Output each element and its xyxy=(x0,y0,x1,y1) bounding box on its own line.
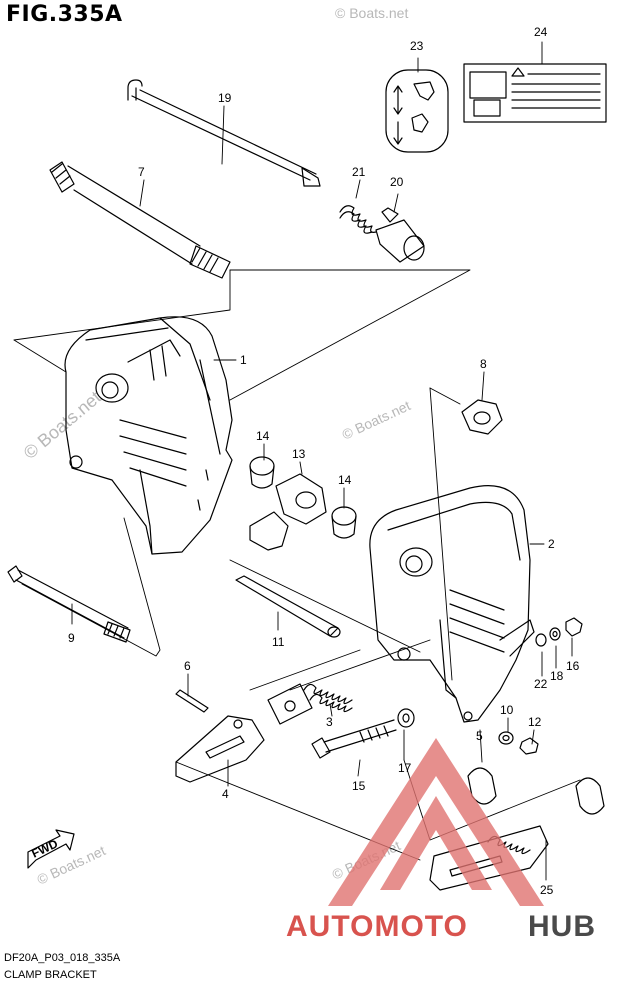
part-2-clamp-bracket xyxy=(369,485,535,723)
watermark-text: © Boats.net xyxy=(20,387,105,463)
callout-13: 13 xyxy=(292,447,306,461)
callout-3: 3 xyxy=(326,715,333,729)
part-24-warning-label xyxy=(463,63,607,123)
brand-text-hub: HUB xyxy=(528,910,596,943)
brand-text-auto: AUTOMOTO xyxy=(286,910,468,943)
fwd-label: FWD xyxy=(29,836,60,860)
part-16-nut xyxy=(565,617,583,637)
callout-12: 12 xyxy=(528,715,542,729)
part-3-spring-rod xyxy=(267,683,353,725)
watermark-text: © Boats.net xyxy=(335,5,408,21)
part-17-washer xyxy=(397,708,415,728)
callout-5: 5 xyxy=(476,729,483,743)
callout-14-upper: 14 xyxy=(256,429,270,443)
callout-24: 24 xyxy=(534,25,548,39)
callout-18: 18 xyxy=(550,669,564,683)
part-1-clamp-bracket xyxy=(64,316,233,555)
brand-triangle-inner xyxy=(380,796,492,890)
watermark-text: © Boats.net xyxy=(340,397,413,443)
figure-name: CLAMP BRACKET xyxy=(4,969,97,981)
callout-10: 10 xyxy=(500,703,514,717)
part-14-bushing-lower xyxy=(331,506,357,539)
callout-21: 21 xyxy=(352,165,366,179)
callout-23: 23 xyxy=(410,39,424,53)
part-22-washer xyxy=(535,633,547,647)
part-7-shaft xyxy=(49,161,231,279)
part-19-rod xyxy=(127,79,321,187)
callout-19: 19 xyxy=(218,91,232,105)
part-8-nut xyxy=(461,399,503,435)
part-10-washer xyxy=(498,731,514,745)
callout-15: 15 xyxy=(352,779,366,793)
part-9-bolt xyxy=(7,565,131,643)
callout-11: 11 xyxy=(272,635,285,649)
callout-22: 22 xyxy=(534,677,548,691)
figure-code: DF20A_P03_018_335A xyxy=(4,952,121,964)
part-11-pin xyxy=(235,575,341,638)
brand-triangle-outer xyxy=(328,738,544,906)
callout-17: 17 xyxy=(398,761,412,775)
part-4-lever xyxy=(175,715,265,783)
callout-9: 9 xyxy=(68,631,75,645)
callout-25: 25 xyxy=(540,883,554,897)
part-6-pin xyxy=(175,689,209,713)
part-21-spring xyxy=(339,205,377,234)
part-12-nut xyxy=(519,737,539,755)
callout-numbers: 1 2 3 4 5 6 7 8 9 10 11 12 13 14 14 15 1… xyxy=(68,25,580,897)
callout-8: 8 xyxy=(480,357,487,371)
callout-16: 16 xyxy=(566,659,580,673)
callout-2: 2 xyxy=(548,537,555,551)
part-13-plate xyxy=(249,473,327,551)
callout-20: 20 xyxy=(390,175,404,189)
part-14-bushing-upper xyxy=(249,456,275,489)
brand-logo: AUTOMOTO HUB xyxy=(286,738,596,943)
part-15-bolt xyxy=(311,719,397,759)
part-23-label xyxy=(385,69,449,153)
callout-14-lower: 14 xyxy=(338,473,352,487)
part-20-pin xyxy=(375,207,425,263)
part-18-washer xyxy=(549,627,561,641)
leader-lines xyxy=(13,41,581,881)
callout-1: 1 xyxy=(240,353,247,367)
callout-6: 6 xyxy=(184,659,191,673)
callout-7: 7 xyxy=(138,165,145,179)
figure-title: FIG.335A xyxy=(6,2,123,27)
callout-4: 4 xyxy=(222,787,229,801)
